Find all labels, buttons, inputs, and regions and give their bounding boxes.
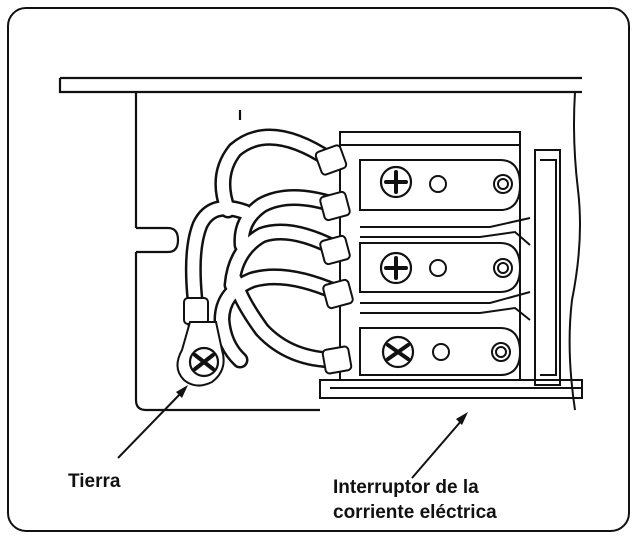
switch-callout-arrow bbox=[411, 412, 468, 479]
crimp-connectors bbox=[183, 144, 354, 375]
housing-left-wall bbox=[134, 92, 320, 412]
switch-label-line2: corriente eléctrica bbox=[333, 502, 497, 523]
ground-callout-arrow bbox=[117, 385, 188, 459]
terminal-screw-top bbox=[379, 165, 413, 199]
terminal-screw-bottom bbox=[381, 335, 415, 369]
terminal-rivets bbox=[429, 174, 513, 362]
switch-label-line1: Interruptor de la bbox=[333, 477, 479, 498]
ground-label: Tierra bbox=[68, 471, 121, 492]
power-switch-body bbox=[319, 131, 583, 399]
housing-right-edge bbox=[568, 91, 581, 411]
outer-frame bbox=[7, 7, 630, 532]
ground-terminal bbox=[176, 321, 225, 387]
wire-bundle bbox=[184, 128, 345, 369]
terminal-screw-middle bbox=[379, 251, 413, 285]
housing-top-rail bbox=[58, 76, 582, 94]
